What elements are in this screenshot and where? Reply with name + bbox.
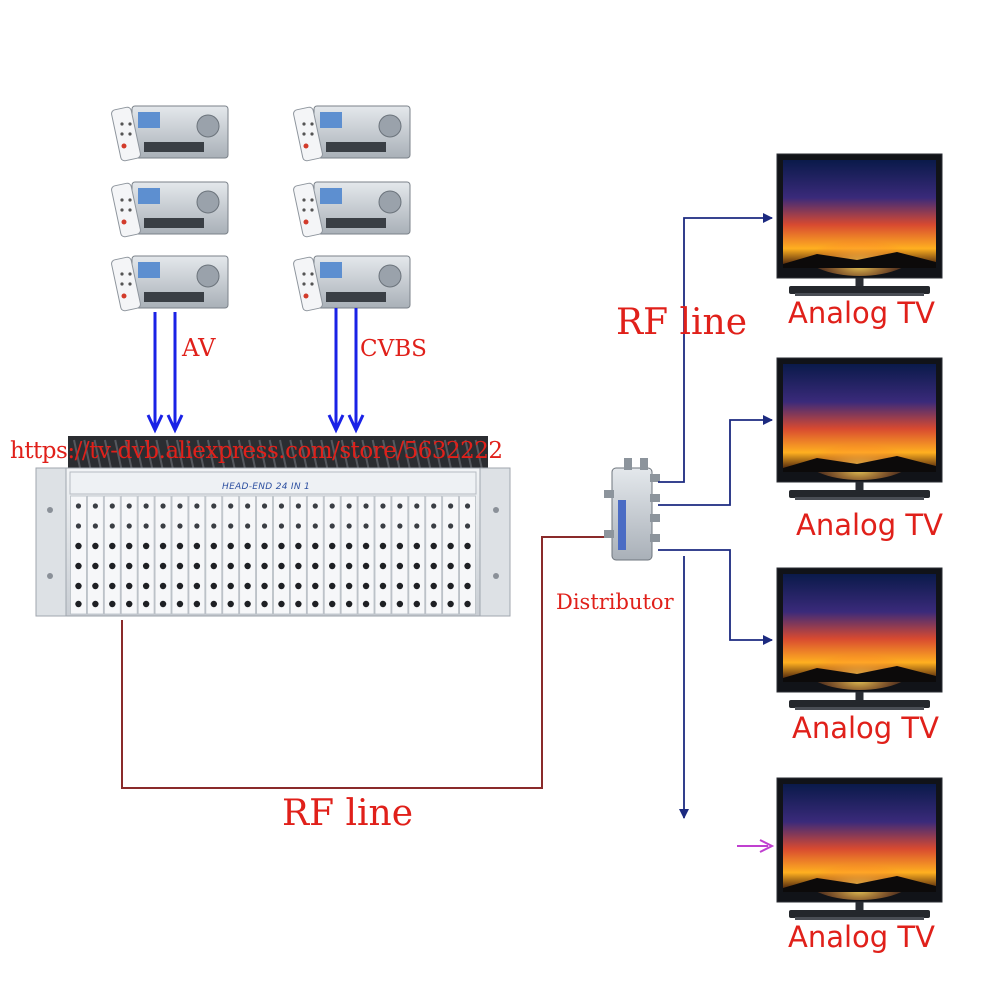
receiver-5 (293, 181, 411, 238)
remote-control (293, 256, 323, 312)
tv-label-1: Analog TV (788, 296, 935, 330)
receiver-3 (111, 255, 229, 312)
cvbs-label: CVBS (360, 336, 427, 362)
remote-control (111, 256, 141, 312)
receiver-1 (111, 105, 229, 162)
headend-module-18 (357, 495, 375, 615)
rack-vents (73, 439, 483, 469)
headend-module-10 (222, 495, 240, 615)
analog-tv-2 (776, 357, 943, 500)
headend-panel-title: HEAD-END 24 IN 1 (222, 482, 311, 492)
feed-line-tv-3 (658, 549, 773, 645)
remote-control (293, 106, 323, 162)
headend-module-21 (408, 495, 426, 615)
distributor-device (604, 458, 660, 561)
headend-module-3 (103, 495, 121, 615)
cvbs-arrows (327, 308, 365, 434)
feed-line-tv-2 (658, 415, 773, 506)
store-url-watermark: https://tv-dvb.aliexpress.com/store/5632… (10, 438, 503, 464)
remote-control (293, 182, 323, 238)
tvs-group (776, 153, 943, 920)
headend-module-12 (256, 495, 273, 615)
remote-control (111, 182, 141, 238)
headend-module-16 (323, 495, 341, 615)
distributor-label: Distributor (556, 590, 674, 614)
headend-module-22 (425, 495, 443, 615)
remote-control (111, 106, 141, 162)
headend-module-5 (137, 495, 155, 615)
headend-module-17 (340, 495, 358, 615)
headend-rack (35, 436, 511, 617)
rf-cable (121, 536, 605, 789)
tv-label-4: Analog TV (788, 920, 935, 954)
receiver-4 (293, 105, 411, 162)
receivers-group (111, 105, 411, 312)
headend-module-19 (374, 495, 392, 615)
headend-module-6 (154, 495, 172, 615)
headend-module-9 (205, 495, 223, 615)
analog-tv-1 (776, 153, 943, 296)
receiver-6 (293, 255, 411, 312)
headend-module-7 (171, 495, 189, 615)
headend-module-24 (459, 495, 476, 615)
headend-module-20 (391, 495, 409, 615)
headend-module-1 (70, 495, 87, 615)
tv-label-3: Analog TV (792, 711, 939, 745)
analog-tv-3 (776, 567, 943, 710)
analog-tv-4 (776, 777, 943, 920)
headend-module-13 (273, 495, 290, 615)
headend-module-8 (188, 495, 206, 615)
headend-module-4 (120, 495, 138, 615)
headend-module-2 (87, 495, 104, 615)
av-arrows (146, 312, 184, 434)
receiver-2 (111, 181, 229, 238)
rf-line-top-label: RF line (616, 302, 748, 343)
headend-module-14 (290, 495, 307, 615)
tv-feed-lines (658, 213, 773, 819)
av-label: AV (182, 334, 216, 362)
tv-label-2: Analog TV (796, 508, 943, 542)
headend-module-15 (306, 495, 324, 615)
feed-line-tv-1 (658, 213, 773, 483)
headend-module-23 (442, 495, 459, 615)
rf-line-bottom-label: RF line (282, 793, 414, 834)
headend-modules (70, 495, 476, 615)
headend-module-11 (239, 495, 256, 615)
